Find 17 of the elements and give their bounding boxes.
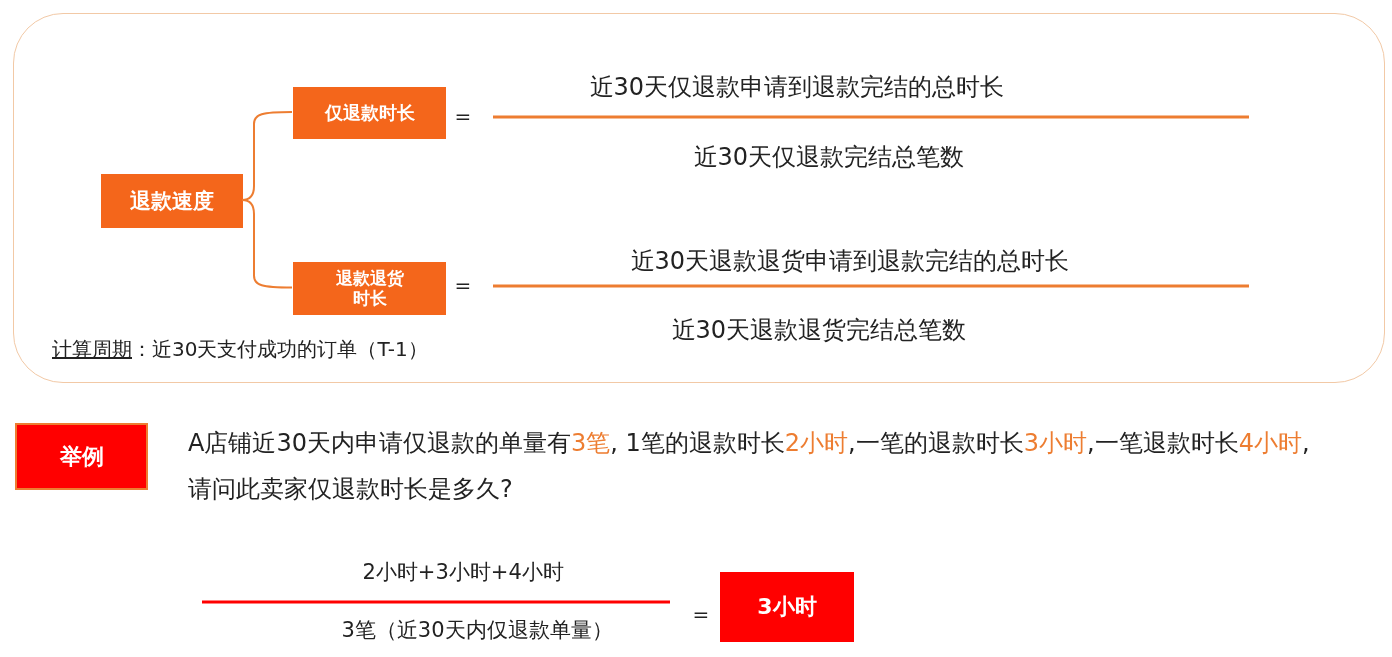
numerator-text: 2小时+3小时+4小时 (362, 559, 564, 586)
numerator-text: 近30天退款退货申请到退款完结的总时长 (630, 246, 1070, 277)
denominator-text: 近30天退款退货完结总笔数 (671, 315, 967, 346)
category-box: 退款速度 (101, 174, 243, 228)
metric-box: 仅退款时长 (293, 87, 446, 139)
result-box: 3小时 (720, 572, 854, 642)
note-text: 计算周期：近30天支付成功的订单（T-1） (52, 336, 428, 363)
equals-sign: = (454, 273, 472, 297)
example-tag: 举例 (15, 423, 148, 490)
equals-sign: = (692, 602, 710, 626)
panel-background (13, 13, 1385, 383)
metric-box: 退款退货时长 (293, 262, 446, 315)
denominator-text: 近30天仅退款完结总笔数 (693, 142, 965, 173)
example-text: A店铺近30天内申请仅退款的单量有3笔, 1笔的退款时长2小时,一笔的退款时长3小时,一笔退款时长4小时,请问此卖家仅退款时长是多久? (188, 428, 1311, 505)
numerator-text: 近30天仅退款申请到退款完结的总时长 (589, 72, 1005, 103)
equals-sign: = (454, 104, 472, 128)
denominator-text: 3笔（近30天内仅退款单量） (341, 617, 613, 644)
